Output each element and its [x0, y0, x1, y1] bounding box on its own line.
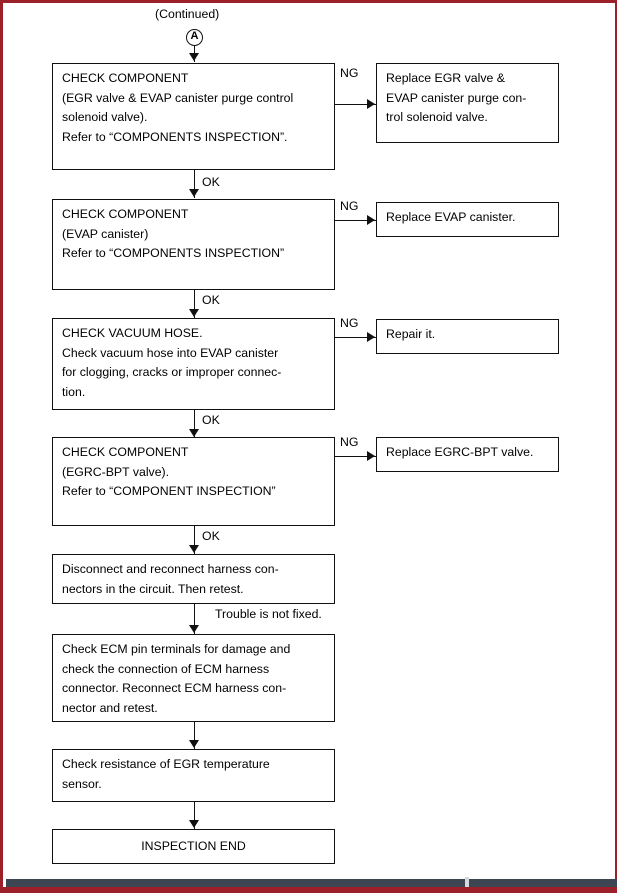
flow-line-7 [193, 802, 196, 829]
step-1-ng-box[interactable]: Replace EGR valve & EVAP canister purge … [376, 63, 559, 143]
flowchart-canvas: (Continued) A CHECK COMPONENT (EGR valve… [3, 3, 615, 879]
arrow-down-icon-5 [189, 625, 199, 633]
step-6-box[interactable]: Check ECM pin terminals for damage and c… [52, 634, 335, 722]
arrow-right-icon-1 [367, 99, 375, 109]
arrow-right-icon-4 [367, 451, 375, 461]
ng-label-4: NG [340, 435, 359, 449]
ng-line-4 [335, 455, 376, 458]
step-1-box[interactable]: CHECK COMPONENT (EGR valve & EVAP canist… [52, 63, 335, 170]
arrow-down-icon-3 [189, 429, 199, 437]
step-7-box[interactable]: Check resistance of EGR temperature sens… [52, 749, 335, 802]
page-bottom-rule [0, 887, 617, 893]
trouble-not-fixed-label: Trouble is not fixed. [215, 607, 322, 621]
ok-label-3: OK [202, 413, 220, 427]
step-4-ng-box[interactable]: Replace EGRC-BPT valve. [376, 437, 559, 472]
flow-line-6 [193, 722, 196, 749]
step-5-box[interactable]: Disconnect and reconnect harness con- ne… [52, 554, 335, 604]
arrow-right-icon-3 [367, 332, 375, 342]
ok-line-4 [193, 526, 196, 554]
arrow-down-icon-header [189, 53, 199, 61]
page-bottom-bar [6, 879, 617, 890]
continued-label: (Continued) [155, 7, 220, 21]
page-bottom-bar-notch [465, 877, 469, 891]
arrow-down-icon-6 [189, 740, 199, 748]
connector-node-a: A [186, 29, 203, 46]
step-4-box[interactable]: CHECK COMPONENT (EGRC-BPT valve). Refer … [52, 437, 335, 526]
step-3-box[interactable]: CHECK VACUUM HOSE. Check vacuum hose int… [52, 318, 335, 410]
ok-line-3 [193, 410, 196, 438]
ng-line-2 [335, 219, 376, 222]
arrow-down-icon-4 [189, 545, 199, 553]
ok-label-1: OK [202, 175, 220, 189]
step-2-box[interactable]: CHECK COMPONENT (EVAP canister) Refer to… [52, 199, 335, 290]
ng-label-1: NG [340, 66, 359, 80]
ng-line-3 [335, 336, 376, 339]
ng-label-2: NG [340, 199, 359, 213]
arrow-right-icon-2 [367, 215, 375, 225]
inspection-end-box[interactable]: INSPECTION END [52, 829, 335, 864]
arrow-down-icon-2 [189, 309, 199, 317]
ok-label-2: OK [202, 293, 220, 307]
ng-line-1 [335, 103, 376, 106]
ok-label-4: OK [202, 529, 220, 543]
arrow-down-icon-1 [189, 189, 199, 197]
ok-line-1 [193, 170, 196, 198]
ok-line-2 [193, 290, 196, 318]
ng-label-3: NG [340, 316, 359, 330]
trouble-line-5 [193, 604, 196, 634]
step-2-ng-box[interactable]: Replace EVAP canister. [376, 202, 559, 237]
arrow-down-icon-7 [189, 820, 199, 828]
step-3-ng-box[interactable]: Repair it. [376, 319, 559, 354]
